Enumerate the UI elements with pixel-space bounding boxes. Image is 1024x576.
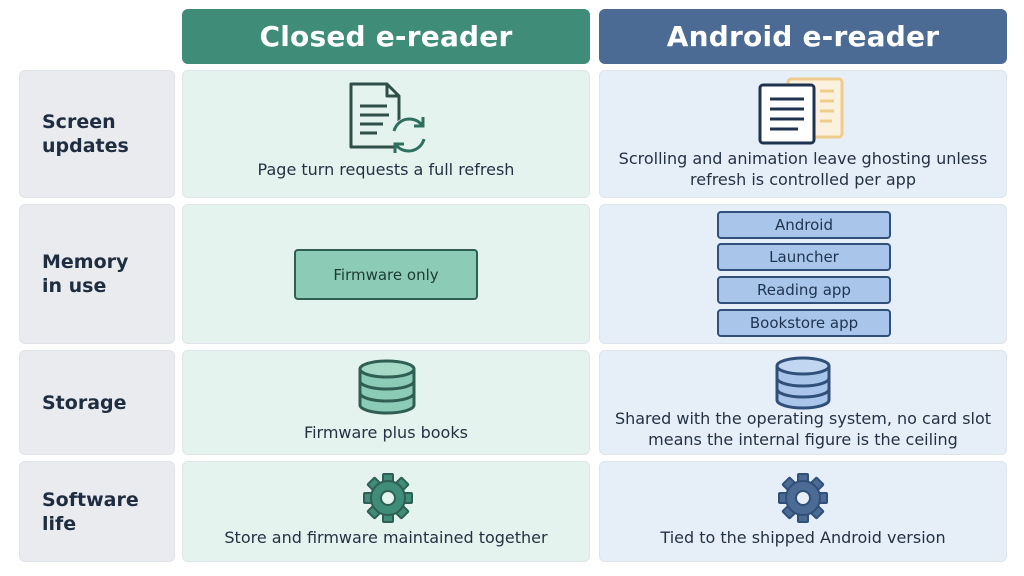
database-icon xyxy=(358,359,416,415)
memory-stack-android: Android xyxy=(717,211,891,239)
android-storage-text: Shared with the operating system, no car… xyxy=(614,409,992,449)
closed-memory-cell: Firmware only xyxy=(182,204,590,344)
memory-stack-launcher: Launcher xyxy=(717,243,891,271)
row-label-storage: Storage xyxy=(19,350,175,455)
android-screen-updates-cell: Scrolling and animation leave ghosting u… xyxy=(599,70,1007,198)
android-screen-updates-text: Scrolling and animation leave ghosting u… xyxy=(618,149,988,189)
closed-software-cell: Store and firmware maintained together xyxy=(182,461,590,562)
closed-software-text: Store and firmware maintained together xyxy=(224,528,548,547)
closed-screen-updates-cell: Page turn requests a full refresh xyxy=(182,70,590,198)
firmware-only-box: Firmware only xyxy=(294,249,478,300)
android-software-text: Tied to the shipped Android version xyxy=(660,528,946,547)
gear-icon xyxy=(363,473,413,523)
android-software-cell: Tied to the shipped Android version xyxy=(599,461,1007,562)
stacked-documents-icon xyxy=(758,77,844,145)
android-storage-cell: Shared with the operating system, no car… xyxy=(599,350,1007,455)
row-label-text: Memory in use xyxy=(42,251,129,297)
closed-storage-cell: Firmware plus books xyxy=(182,350,590,455)
gear-icon xyxy=(778,473,828,523)
row-label-text: Storage xyxy=(42,391,127,414)
closed-screen-updates-text: Page turn requests a full refresh xyxy=(257,160,515,179)
row-label-software-life: Software life xyxy=(19,461,175,562)
android-column-header: Android e-reader xyxy=(599,9,1007,64)
database-icon xyxy=(775,356,831,410)
memory-stack-reading-app: Reading app xyxy=(717,276,891,304)
closed-storage-text: Firmware plus books xyxy=(304,423,468,442)
row-label-memory-in-use: Memory in use xyxy=(19,204,175,344)
memory-stack-bookstore-app: Bookstore app xyxy=(717,309,891,337)
android-memory-cell: Android Launcher Reading app Bookstore a… xyxy=(599,204,1007,344)
row-label-text: Software life xyxy=(42,488,139,535)
closed-column-header: Closed e-reader xyxy=(182,9,590,64)
row-label-text: Screen updates xyxy=(42,111,129,157)
document-refresh-icon xyxy=(349,82,427,153)
row-label-screen-updates: Screen updates xyxy=(19,70,175,198)
